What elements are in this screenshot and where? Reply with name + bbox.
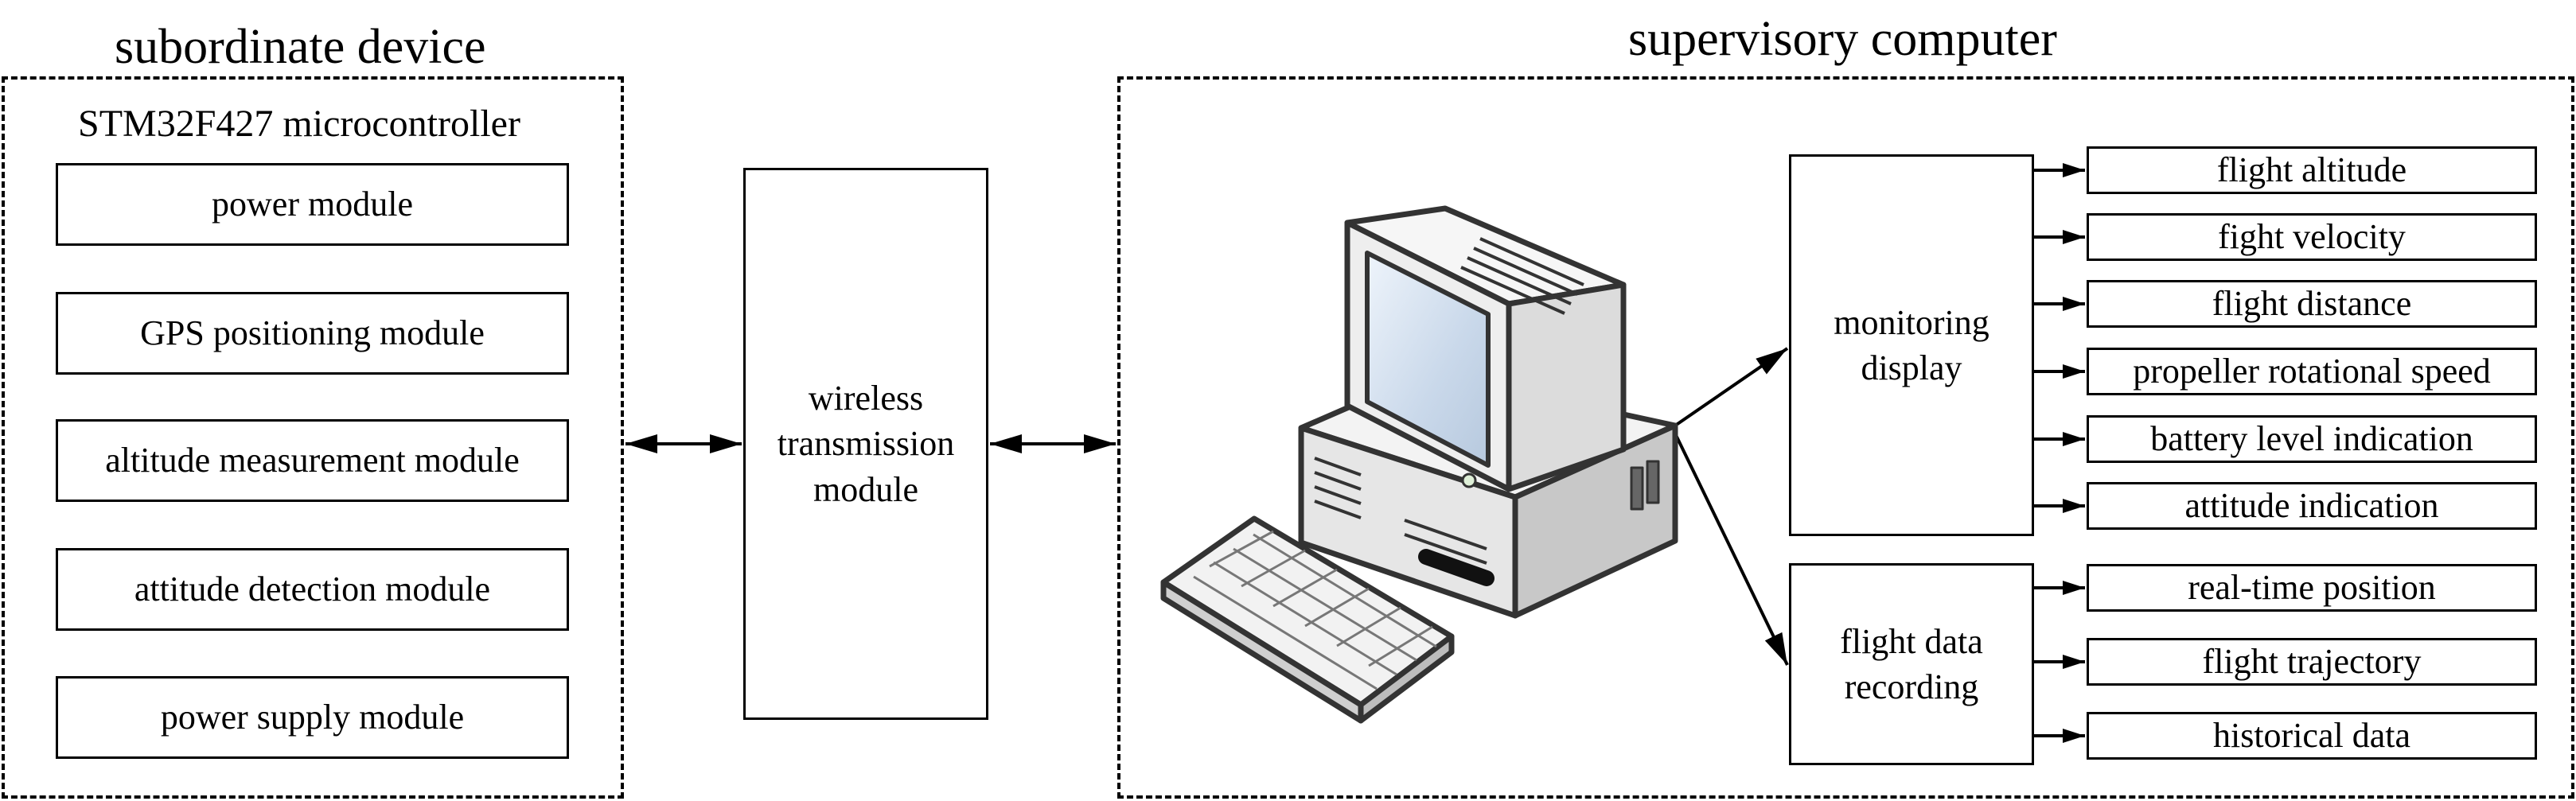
wireless-line2: transmission (777, 424, 955, 464)
historical-data-box: historical data (2087, 712, 2537, 760)
monitoring-output-arrows (2034, 163, 2085, 513)
subordinate-device-title: subordinate device (115, 20, 486, 74)
power-supply-module-box: power supply module (56, 676, 569, 759)
flight-trajectory-box: flight trajectory (2087, 638, 2537, 686)
recording-output-arrows (2034, 581, 2085, 743)
recording-line1: flight data (1840, 621, 1983, 661)
arrow-computer-recording (1674, 433, 1789, 666)
monitoring-display-box: monitoring display (1789, 154, 2034, 536)
gps-positioning-module-box: GPS positioning module (56, 292, 569, 375)
flight-data-recording-box: flight data recording (1789, 563, 2034, 765)
battery-level-indication-box: battery level indication (2087, 415, 2537, 463)
power-module-box: power module (56, 163, 569, 246)
monitoring-line2: display (1861, 348, 1962, 387)
desktop-computer-icon (1160, 205, 1678, 724)
wireless-transmission-module-box: wireless transmission module (743, 168, 988, 720)
mcu-label: STM32F427 microcontroller (78, 103, 520, 145)
flight-distance-box: flight distance (2087, 280, 2537, 328)
monitoring-line1: monitoring (1834, 302, 1989, 342)
supervisory-computer-title: supervisory computer (1628, 12, 2057, 66)
arrow-computer-monitoring (1674, 347, 1789, 427)
propeller-rotational-speed-box: propeller rotational speed (2087, 348, 2537, 395)
flight-altitude-box: flight altitude (2087, 146, 2537, 194)
subordinate-device-group (2, 76, 624, 799)
attitude-indication-box: attitude indication (2087, 482, 2537, 530)
supervisory-computer-group (1117, 76, 2574, 799)
altitude-measurement-module-box: altitude measurement module (56, 419, 569, 502)
real-time-position-box: real-time position (2087, 564, 2537, 612)
recording-line2: recording (1844, 667, 1979, 706)
attitude-detection-module-box: attitude detection module (56, 548, 569, 631)
wireless-line1: wireless (808, 379, 924, 418)
fight-velocity-box: fight velocity (2087, 213, 2537, 261)
wireless-line3: module (813, 469, 918, 509)
